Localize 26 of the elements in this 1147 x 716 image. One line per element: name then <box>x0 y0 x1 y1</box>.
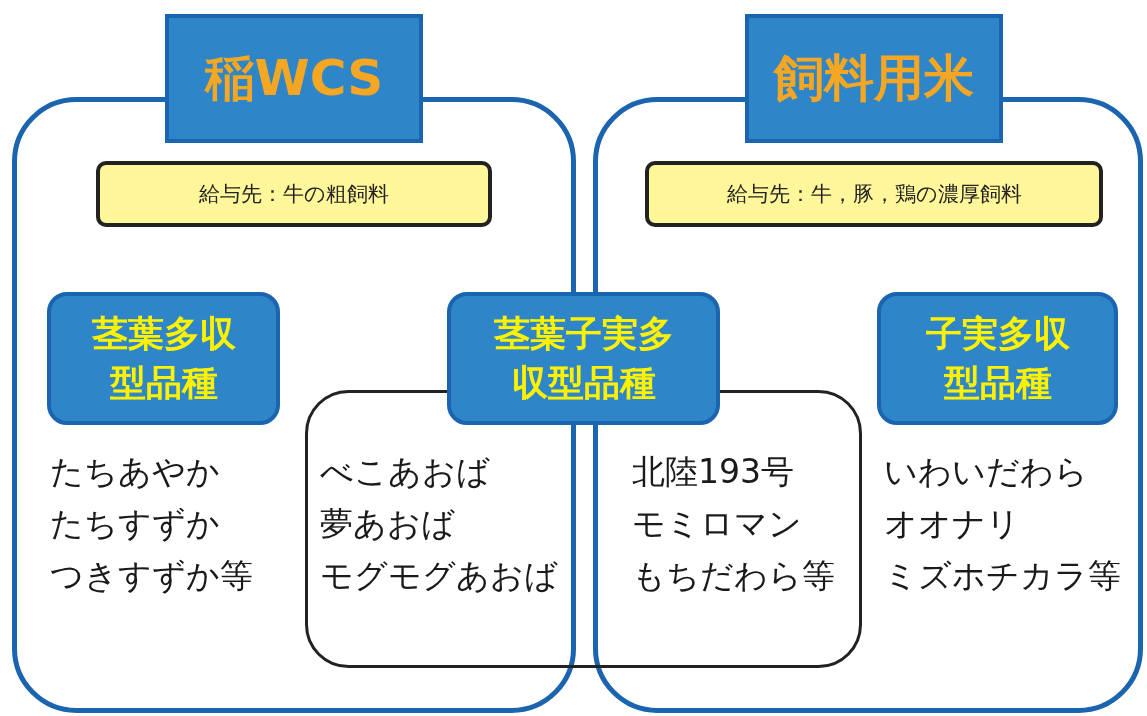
header-box <box>165 14 423 143</box>
node-label: 稲WCS <box>204 47 384 109</box>
note-box <box>645 161 1103 227</box>
variety-name: べこあおば <box>320 455 490 488</box>
category-box <box>447 292 720 425</box>
node-label: 給与先：牛，豚，鶏の濃厚飼料 <box>726 180 1022 208</box>
variety-name: 北陸193号 <box>632 455 794 488</box>
variety-name: もちだわら等 <box>632 559 835 592</box>
variety-name: 夢あおば <box>320 507 455 540</box>
category-box <box>877 292 1118 425</box>
variety-name: たちすずか <box>50 507 220 540</box>
variety-name: いわいだわら <box>884 455 1088 488</box>
variety-name: モミロマン <box>632 507 802 540</box>
variety-name: モグモグあおば <box>320 559 558 592</box>
variety-name: オオナリ <box>884 507 1020 540</box>
variety-name: ミズホチカラ等 <box>884 559 1121 592</box>
node-label: 子実多収型品種 <box>924 311 1071 405</box>
note-box <box>96 161 492 227</box>
header-box <box>745 14 1003 143</box>
category-box <box>47 292 280 425</box>
variety-name: たちあやか <box>50 455 220 488</box>
node-label: 茎葉多収型品種 <box>90 311 237 405</box>
node-label: 給与先：牛の粗飼料 <box>199 180 389 208</box>
node-label: 飼料用米 <box>774 47 974 109</box>
variety-name: つきすずか等 <box>50 559 253 592</box>
node-label: 茎葉子実多収型品種 <box>492 311 675 405</box>
